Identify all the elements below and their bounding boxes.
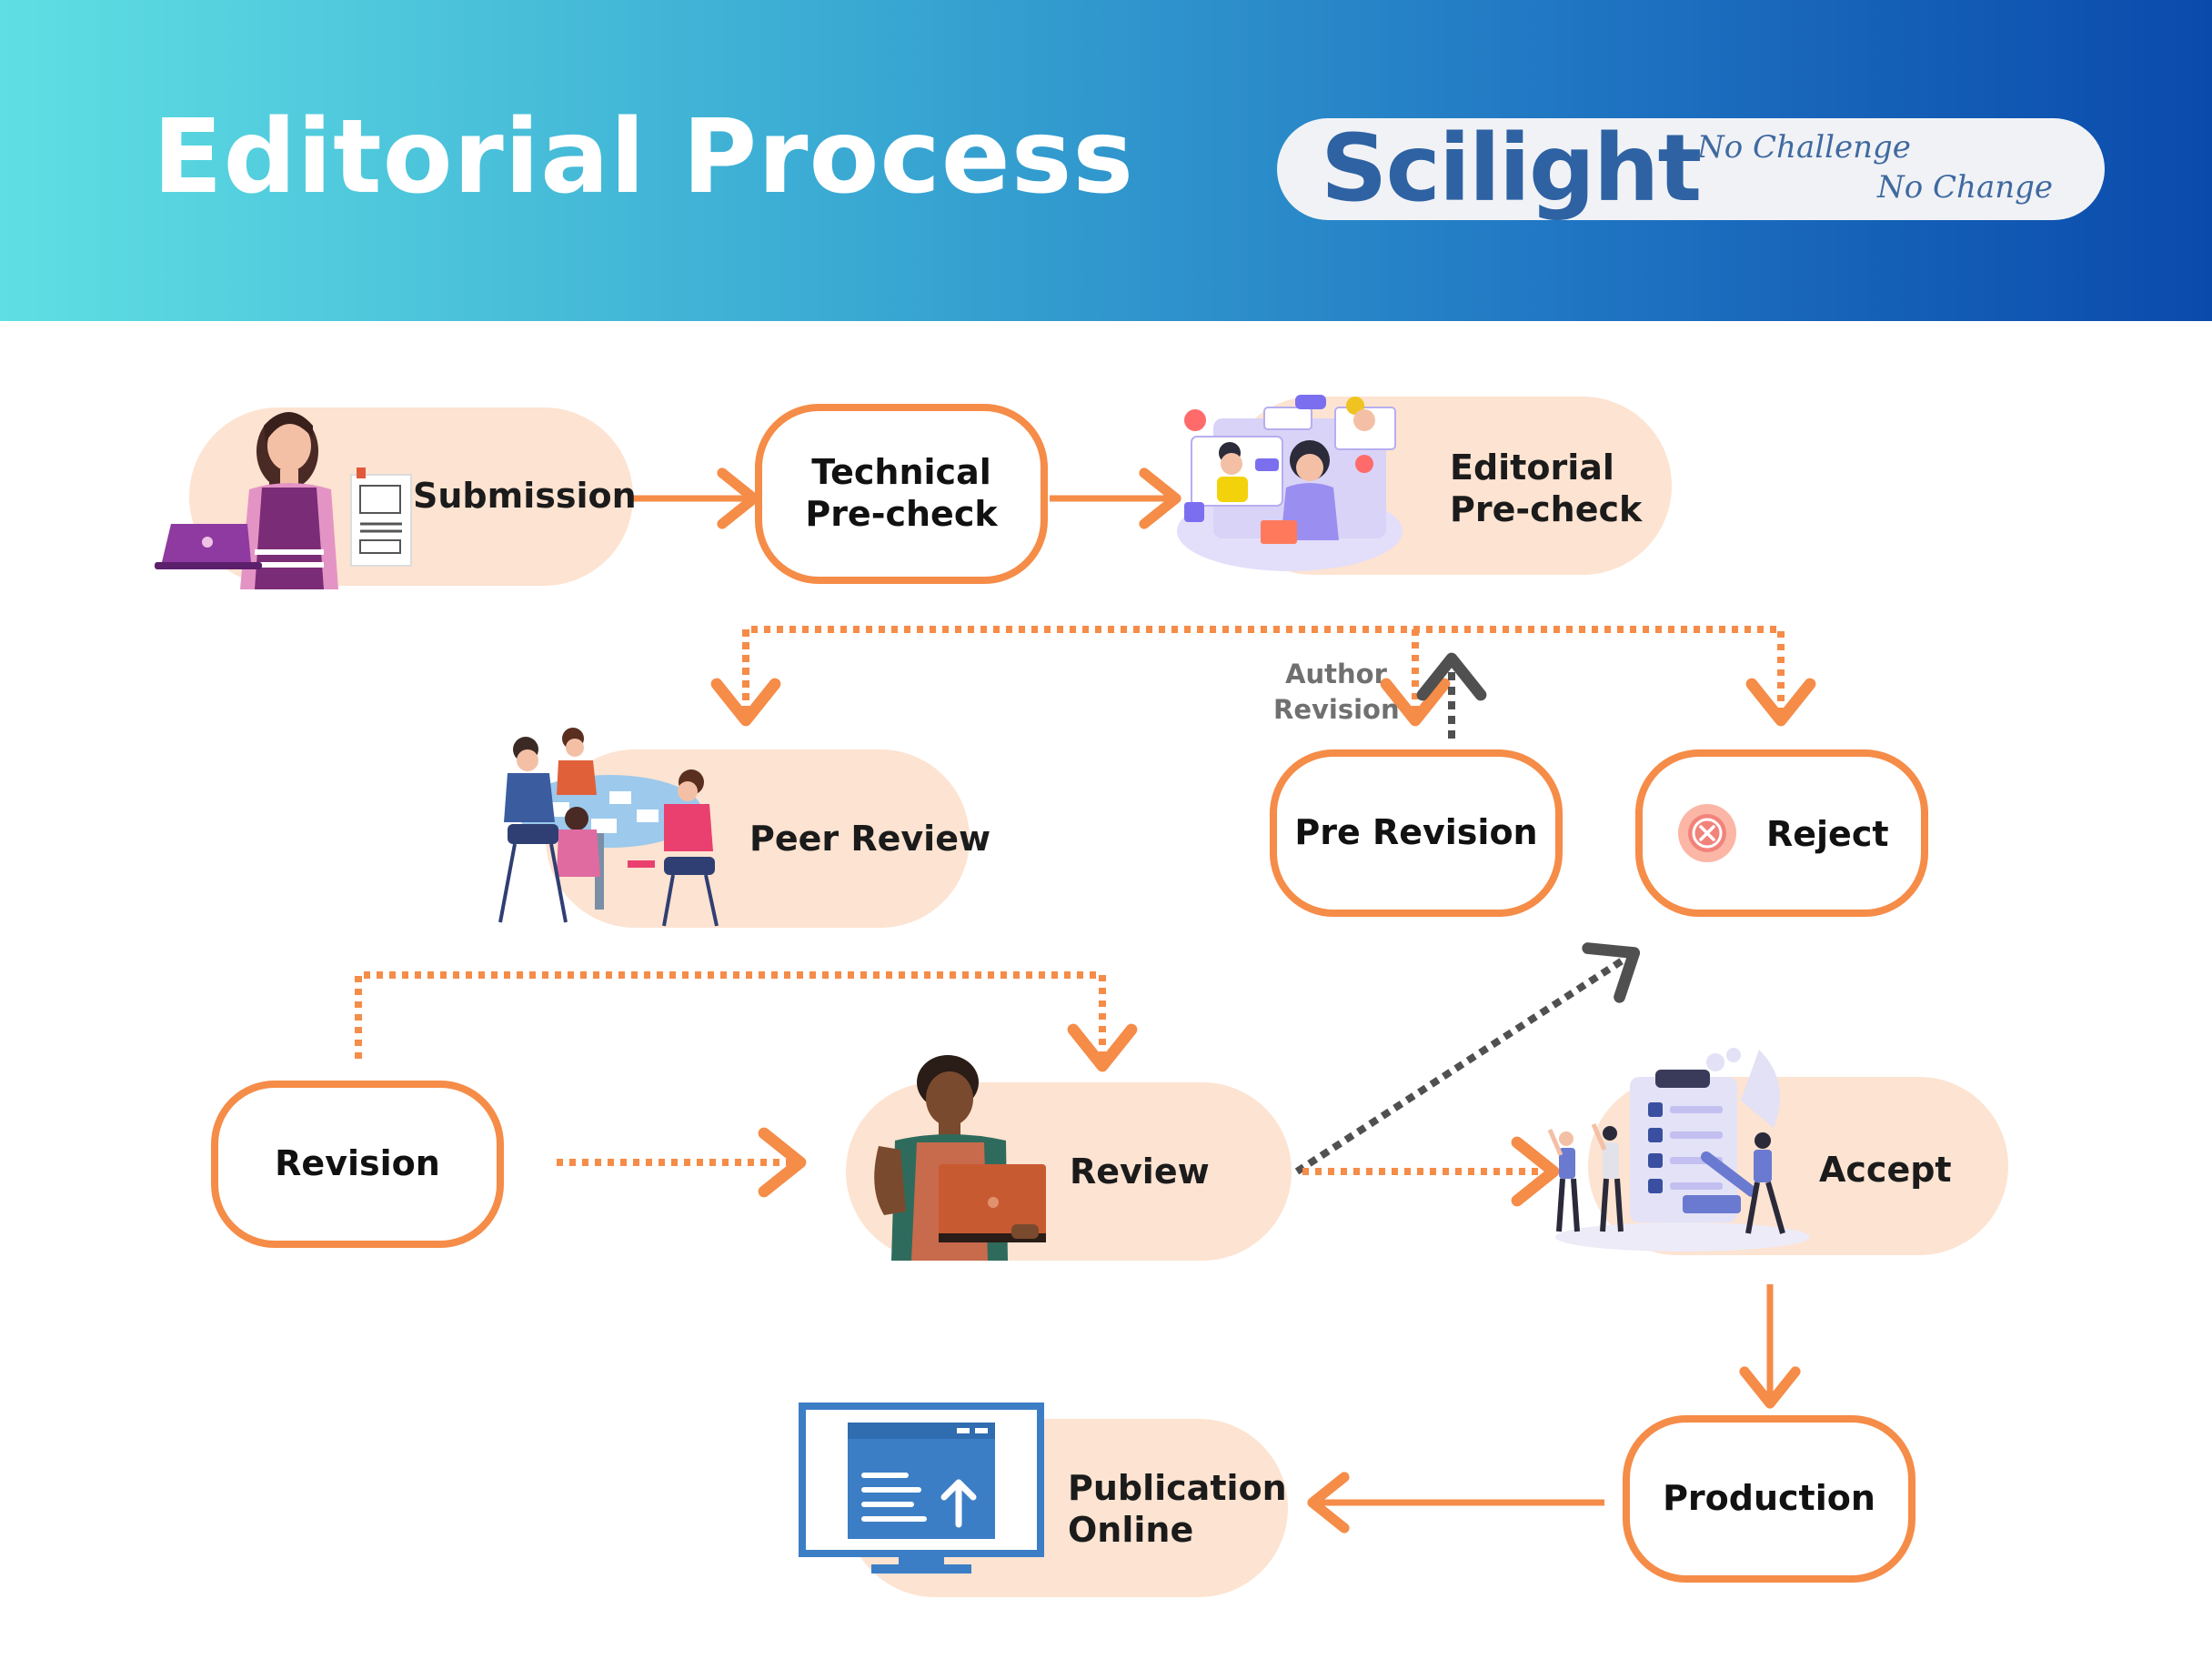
reject-box: Reject bbox=[1635, 749, 1928, 917]
woman-with-laptop-and-document-icon bbox=[155, 412, 412, 589]
production-box: Production bbox=[1623, 1415, 1915, 1583]
person-holding-laptop-icon bbox=[874, 1055, 1046, 1261]
revision-box: Revision bbox=[211, 1081, 504, 1248]
page-title: Editorial Process bbox=[153, 98, 1135, 216]
arrow-review-to-reject bbox=[1294, 942, 1641, 1175]
tagline-line-1: No Challenge bbox=[1697, 129, 1911, 166]
arrow-peer-review-branches bbox=[355, 971, 1138, 1072]
header-banner: Editorial Process Scilight No Challenge … bbox=[0, 0, 2212, 321]
review-label: Review bbox=[1070, 1151, 1210, 1191]
checklist-team-icon bbox=[1547, 1048, 1810, 1252]
author-revision-label: Author Revision bbox=[1273, 659, 1400, 726]
x-circle-icon bbox=[1678, 804, 1736, 862]
monitor-upload-icon bbox=[799, 1403, 1044, 1574]
peer-review-label: Peer Review bbox=[749, 819, 991, 859]
tagline-line-2: No Change bbox=[1877, 169, 2053, 206]
publication-online-label: Publication Online bbox=[1068, 1468, 1287, 1550]
editorial-precheck-label: Editorial Pre-check bbox=[1450, 447, 1643, 529]
brand-badge: Scilight No Challenge No Change bbox=[1277, 118, 2105, 220]
pre-revision-box: Pre Revision bbox=[1270, 749, 1563, 917]
brand-logo: Scilight bbox=[1321, 115, 1702, 223]
arrow-editorial-branches bbox=[742, 626, 1816, 727]
accept-label: Accept bbox=[1819, 1150, 1952, 1190]
video-meeting-icon bbox=[1177, 395, 1403, 571]
submission-label: Submission bbox=[413, 476, 637, 516]
technical-precheck-box: Technical Pre-check bbox=[755, 404, 1048, 584]
reject-label: Reject bbox=[1766, 814, 1889, 854]
team-at-table-icon bbox=[498, 728, 719, 927]
